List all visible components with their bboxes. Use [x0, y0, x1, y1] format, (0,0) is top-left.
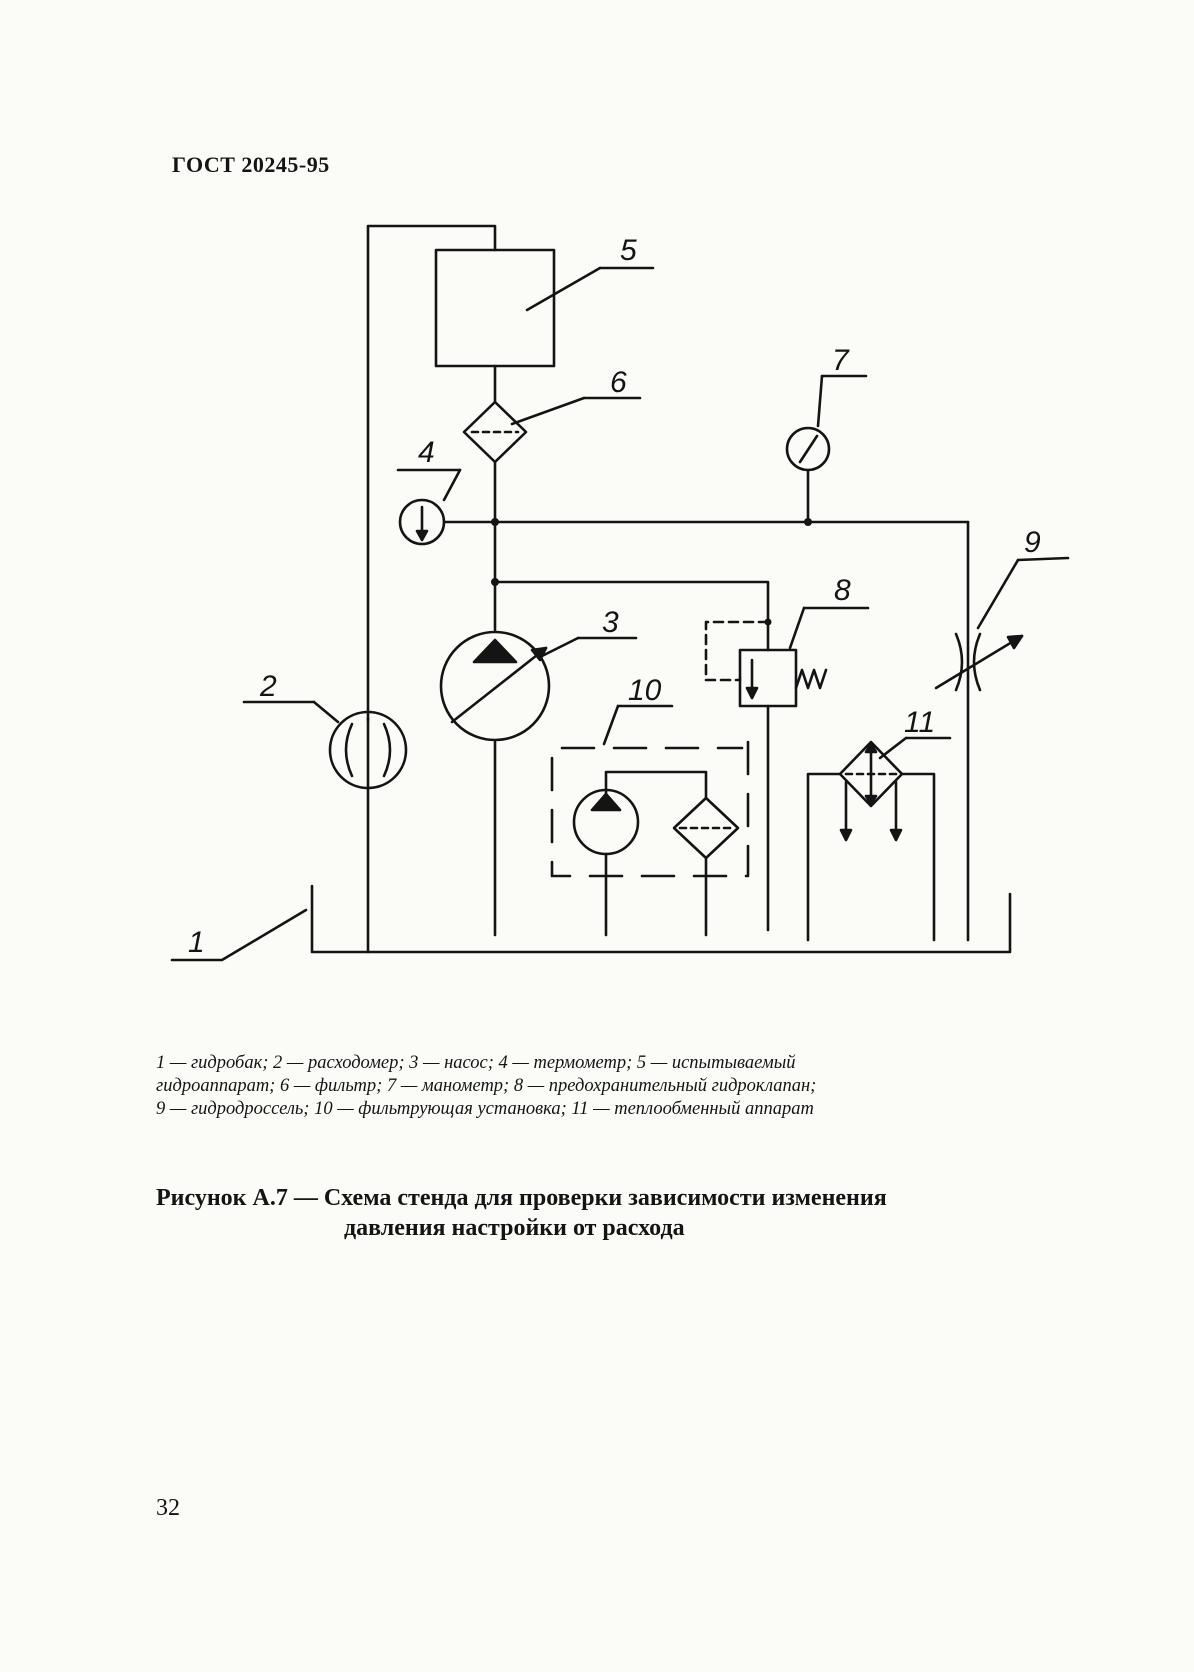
- legend-line: гидроаппарат; 6 — фильтр; 7 — манометр; …: [156, 1076, 817, 1096]
- relief-valve-symbol: [706, 608, 868, 706]
- filter-symbol: [464, 398, 640, 462]
- label-11: 11: [904, 706, 935, 739]
- label-9: 9: [1024, 526, 1041, 559]
- throttle-valve-symbol: [936, 558, 1068, 690]
- tested-unit-box: [436, 250, 653, 366]
- pipelines: [368, 226, 968, 952]
- figure-caption: Рисунок А.7 — Схема стенда для проверки …: [156, 1183, 1066, 1243]
- label-7: 7: [832, 344, 850, 377]
- flowmeter-symbol: [244, 702, 406, 788]
- thermometer-symbol: [398, 470, 460, 544]
- label-2: 2: [259, 670, 277, 703]
- diagram-legend: 1 — гидробак; 2 — расходомер; 3 — насос;…: [156, 1052, 1066, 1121]
- pressure-gauge-symbol: [787, 376, 866, 470]
- heat-exchanger-symbol: [808, 738, 950, 940]
- label-5: 5: [620, 234, 637, 267]
- legend-line: 9 — гидродроссель; 10 — фильтрующая уста…: [156, 1099, 814, 1119]
- label-10: 10: [628, 674, 662, 707]
- label-1: 1: [188, 926, 205, 959]
- label-3: 3: [602, 606, 619, 639]
- caption-line-1: Рисунок А.7 — Схема стенда для проверки …: [156, 1185, 887, 1211]
- page-number: 32: [156, 1495, 180, 1521]
- filtering-unit-symbol: [552, 706, 748, 935]
- label-8: 8: [834, 574, 851, 607]
- legend-line: 1 — гидробак; 2 — расходомер; 3 — насос;…: [156, 1053, 796, 1073]
- label-6: 6: [610, 366, 627, 399]
- label-4: 4: [418, 436, 435, 469]
- caption-line-2: давления настройки от расхода: [344, 1215, 685, 1241]
- variable-pump-symbol: [441, 632, 636, 740]
- junction-dots: [491, 518, 812, 626]
- reservoir-tank: [172, 886, 1010, 960]
- document-header: ГОСТ 20245-95: [172, 152, 330, 177]
